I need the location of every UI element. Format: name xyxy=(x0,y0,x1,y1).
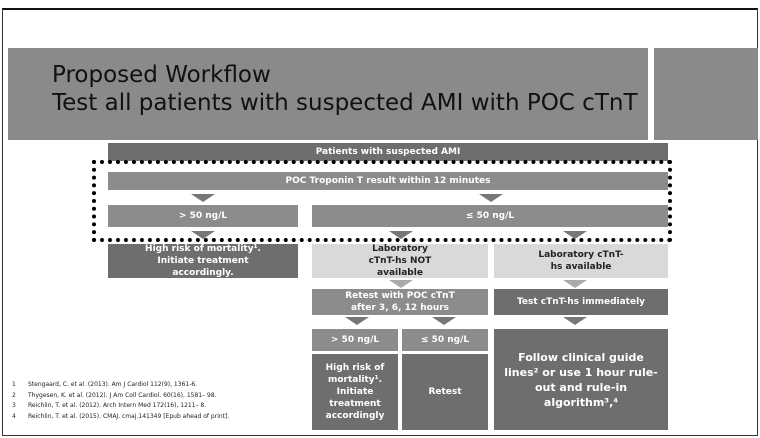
slide-title-line-2: Test all patients with suspected AMI wit… xyxy=(52,90,638,116)
patients-box: Patients with suspected AMI xyxy=(108,143,668,161)
le50-box: ≤ 50 ng/L xyxy=(312,205,668,227)
gt50-box-2: > 50 ng/L xyxy=(312,329,398,351)
arrow-down-icon xyxy=(191,231,215,239)
dotted-highlight-frame xyxy=(92,160,672,242)
arrow-down-icon xyxy=(563,280,587,288)
follow-guidelines-box: Follow clinical guide lines² or use 1 ho… xyxy=(494,329,668,430)
arrow-down-icon xyxy=(563,317,587,325)
test-hs-immediately-box: Test cTnT-hs immediately xyxy=(494,289,668,315)
lab-available-box: Laboratory cTnT-hs available xyxy=(494,244,668,278)
gt50-box: > 50 ng/L xyxy=(108,205,298,227)
retest-box: Retest xyxy=(402,354,488,430)
title-band xyxy=(8,48,648,140)
title-band-right xyxy=(654,48,758,140)
arrow-down-icon xyxy=(345,317,369,325)
arrow-down-icon xyxy=(563,231,587,239)
arrow-down-icon xyxy=(389,231,413,239)
le50-box-2: ≤ 50 ng/L xyxy=(402,329,488,351)
arrow-down-icon xyxy=(432,317,456,325)
arrow-down-icon xyxy=(479,194,503,202)
slide-title-line-1: Proposed Workflow xyxy=(52,62,271,88)
lab-not-available-box: Laboratory cTnT-hs NOT available xyxy=(312,244,488,278)
poc-result-box: POC Troponin T result within 12 minutes xyxy=(108,172,668,190)
arrow-down-icon xyxy=(389,280,413,288)
arrow-down-icon xyxy=(191,194,215,202)
retest-poc-box: Retest with POC cTnT after 3, 6, 12 hour… xyxy=(312,289,488,315)
high-risk-box-2: High risk of mortality¹. Initiate treatm… xyxy=(312,354,398,430)
high-risk-box: High risk of mortality¹. Initiate treatm… xyxy=(108,244,298,278)
